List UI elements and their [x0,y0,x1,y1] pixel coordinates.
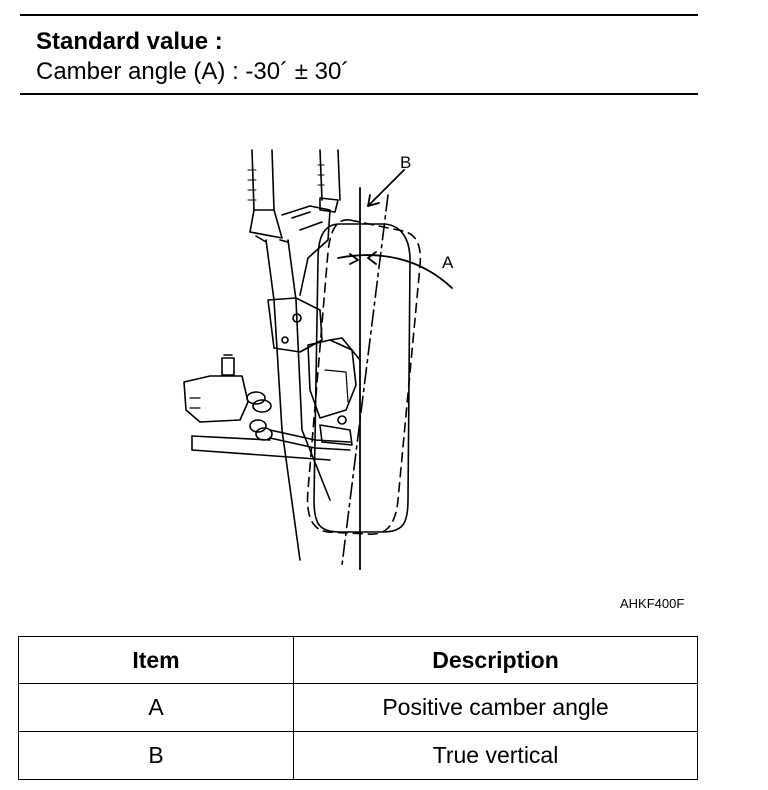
figure-code: AHKF400F [620,596,685,611]
table-row: A Positive camber angle [18,683,698,732]
label-b: B [400,153,411,172]
cell-item: B [18,731,294,780]
label-a: A [442,253,454,272]
tire-outline [313,223,411,533]
table-row: B True vertical [18,731,698,780]
knuckle-bracket [267,297,361,446]
leader-b [367,169,405,207]
camber-angle-spec: Camber angle (A) : -30´ ± 30´ [36,58,350,85]
tire-cambered-outline [306,219,422,535]
bottom-rule [20,93,698,95]
top-rule [20,14,698,16]
camber-table: Item Description A Positive camber angle… [18,636,698,780]
camber-angle-arc [337,254,453,289]
standard-value-heading: Standard value : [36,28,223,55]
camber-centre-line [341,194,389,566]
camber-diagram: B A [183,149,454,570]
header-description: Description [293,636,698,684]
cell-description: True vertical [293,731,698,780]
cell-description: Positive camber angle [293,683,698,732]
strut-assembly [247,149,341,561]
cell-item: A [18,683,294,732]
table-header-row: Item Description [18,636,698,684]
header-item: Item [18,636,294,684]
steering-linkage [183,354,351,461]
